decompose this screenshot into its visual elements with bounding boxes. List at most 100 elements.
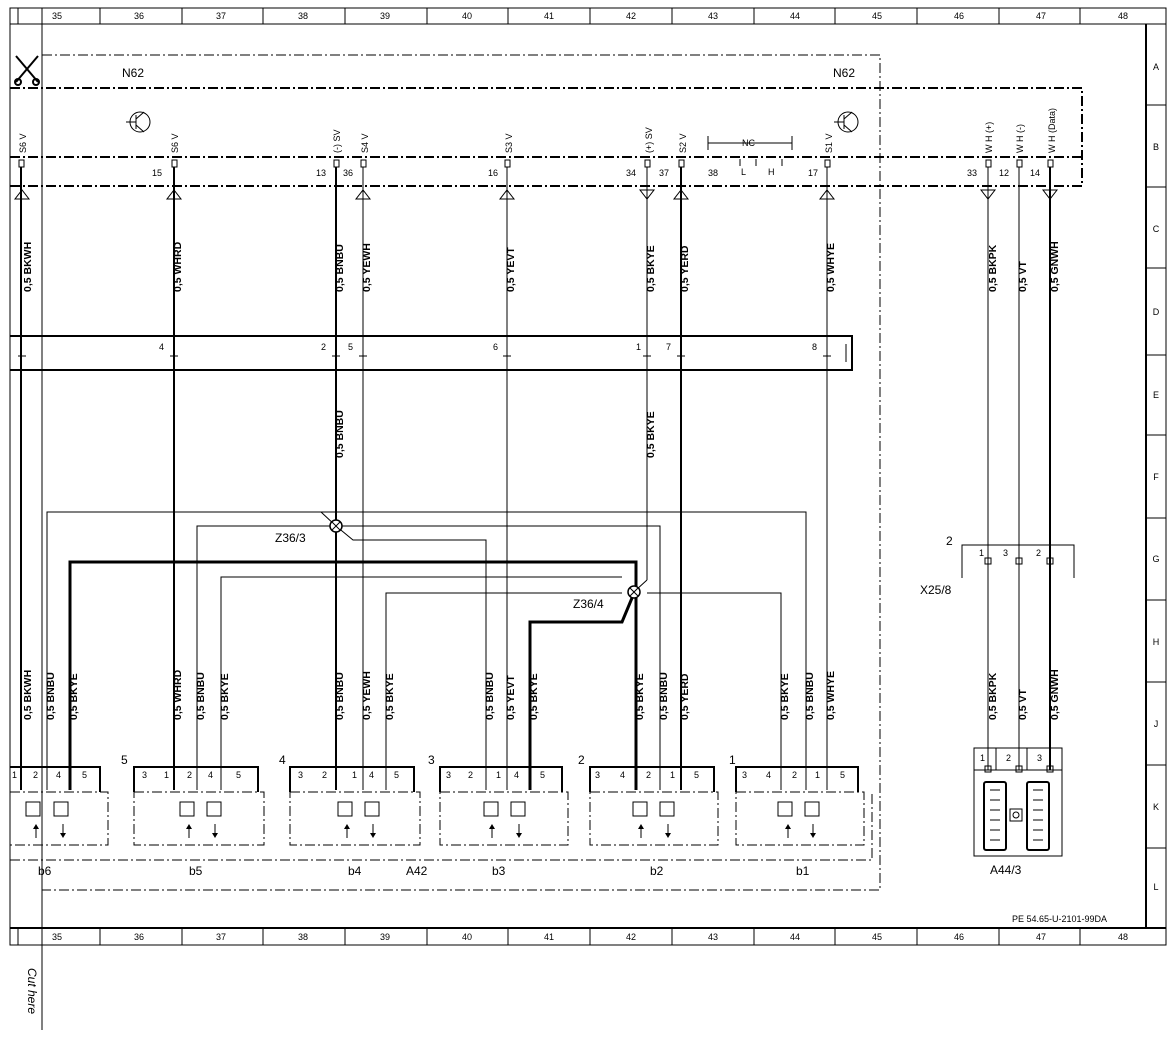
a42-outline bbox=[10, 792, 873, 861]
sensor-b1-label: b1 bbox=[796, 864, 810, 878]
col-45-bottom: 45 bbox=[872, 932, 882, 942]
wire-label: 0,5 BKPK bbox=[987, 244, 999, 292]
col-40-bottom: 40 bbox=[462, 932, 472, 942]
nc-label: NC bbox=[742, 138, 755, 148]
pin-number: 4 bbox=[369, 770, 374, 780]
pin-number: 8 bbox=[812, 342, 817, 352]
sensor-b1 bbox=[735, 766, 865, 846]
pin-number: 5 bbox=[236, 770, 241, 780]
col-37: 37 bbox=[216, 11, 226, 21]
pin-number: 3 bbox=[142, 770, 147, 780]
col-36: 36 bbox=[134, 11, 144, 21]
pin-number: 3 bbox=[742, 770, 747, 780]
col-39-bottom: 39 bbox=[380, 932, 390, 942]
transistor-icon bbox=[126, 111, 151, 133]
wire-label: 0,5 BNBU bbox=[334, 410, 346, 458]
pin-number: 12 bbox=[999, 168, 1009, 178]
wires bbox=[20, 167, 1051, 790]
n62-label-right: N62 bbox=[833, 66, 855, 80]
sensor-b5-label: b5 bbox=[189, 864, 203, 878]
pin-number: 33 bbox=[967, 168, 977, 178]
signal-label: S6 V bbox=[18, 133, 28, 153]
col-47: 47 bbox=[1036, 11, 1046, 21]
col-48: 48 bbox=[1118, 11, 1128, 21]
inline-connector bbox=[10, 335, 853, 371]
col-43: 43 bbox=[708, 11, 718, 21]
pin-number: 5 bbox=[540, 770, 545, 780]
col-40: 40 bbox=[462, 11, 472, 21]
pin-number: 3 bbox=[1003, 548, 1008, 558]
splice-z36-3 bbox=[329, 519, 343, 533]
n62-control-unit bbox=[10, 54, 1083, 891]
col-42-bottom: 42 bbox=[626, 932, 636, 942]
connector-pin-numbers: 4 2 5 6 1 7 8 bbox=[159, 342, 817, 352]
sensor-b4 bbox=[289, 766, 421, 846]
top-terminals bbox=[18, 159, 1054, 168]
wire-label: 0,5 BKYE bbox=[645, 245, 657, 292]
lower-wire-labels: 0,5 BKWH 0,5 BNBU 0,5 BKYE 0,5 WHRD 0,5 … bbox=[22, 669, 1061, 720]
col-38: 38 bbox=[298, 11, 308, 21]
col-37-bottom: 37 bbox=[216, 932, 226, 942]
col-44: 44 bbox=[790, 11, 800, 21]
sensor-b4-num: 4 bbox=[279, 753, 286, 767]
upper-wire-labels: 0,5 BKWH 0,5 WHRD 0,5 BNBU 0,5 YEWH 0,5 … bbox=[22, 241, 1061, 292]
wire-label: 0,5 WHRD bbox=[172, 669, 184, 720]
wire-label: 0,5 YERD bbox=[679, 673, 691, 720]
pin-number: 2 bbox=[792, 770, 797, 780]
a44-3-display bbox=[973, 747, 1063, 857]
pin-number: 5 bbox=[82, 770, 87, 780]
pin-number: 1 bbox=[352, 770, 357, 780]
signal-label: (+) SV bbox=[644, 127, 654, 153]
wire-label: 0,5 YEVT bbox=[505, 675, 517, 720]
pin-number: 1 bbox=[980, 753, 985, 763]
row-G: G bbox=[1152, 554, 1159, 564]
wire-label: 0,5 GNWH bbox=[1049, 669, 1061, 720]
z36-4-label: Z36/4 bbox=[573, 597, 604, 611]
pin-number: 2 bbox=[468, 770, 473, 780]
signal-label: W H (+) bbox=[984, 122, 994, 153]
cut-here-label: Cut here bbox=[25, 968, 39, 1014]
wire-label: 0,5 BNBU bbox=[195, 672, 207, 720]
signal-label: S2 V bbox=[678, 133, 688, 153]
signal-label: (-) SV bbox=[332, 130, 342, 154]
col-47-bottom: 47 bbox=[1036, 932, 1046, 942]
sensor-b4-label: b4 bbox=[348, 864, 362, 878]
pin-number: 4 bbox=[208, 770, 213, 780]
pin-number: 6 bbox=[493, 342, 498, 352]
col-41: 41 bbox=[544, 11, 554, 21]
wire-label: 0,5 BKYE bbox=[779, 673, 791, 720]
pin-number: 4 bbox=[56, 770, 61, 780]
pin-number: 1 bbox=[979, 548, 984, 558]
n62-label-left: N62 bbox=[122, 66, 144, 80]
pin-number: 13 bbox=[316, 168, 326, 178]
pin-number: 4 bbox=[159, 342, 164, 352]
wire-label: 0,5 YEVT bbox=[505, 247, 517, 292]
a42-label: A42 bbox=[406, 864, 428, 878]
row-H: H bbox=[1153, 637, 1160, 647]
signal-label: S1 V bbox=[824, 133, 834, 153]
pin-number: 2 bbox=[322, 770, 327, 780]
signal-arrows bbox=[13, 189, 1059, 200]
wire-label: 0,5 BKYE bbox=[528, 673, 540, 720]
wire-label: 0,5 BNBU bbox=[334, 244, 346, 292]
pin-number: 37 bbox=[659, 168, 669, 178]
wire-label: 0,5 WHRD bbox=[172, 241, 184, 292]
pin-number: 3 bbox=[595, 770, 600, 780]
sensor-b1-num: 1 bbox=[729, 753, 736, 767]
pin-number: 4 bbox=[766, 770, 771, 780]
pin-number: 4 bbox=[620, 770, 625, 780]
sensor-b2-num: 2 bbox=[578, 753, 585, 767]
x25-8-label: X25/8 bbox=[920, 583, 952, 597]
nc-l-label: L bbox=[741, 167, 746, 177]
col-35-bottom: 35 bbox=[52, 932, 62, 942]
pin-number: 3 bbox=[1037, 753, 1042, 763]
signal-label: S6 V bbox=[170, 133, 180, 153]
z36-3-label: Z36/3 bbox=[275, 531, 306, 545]
reference-code: PE 54.65-U-2101-99DA bbox=[1012, 914, 1107, 924]
row-D: D bbox=[1153, 307, 1160, 317]
col-35: 35 bbox=[52, 11, 62, 21]
row-A: A bbox=[1153, 62, 1159, 72]
row-F: F bbox=[1153, 472, 1159, 482]
wire-label: 0,5 BKYE bbox=[634, 673, 646, 720]
